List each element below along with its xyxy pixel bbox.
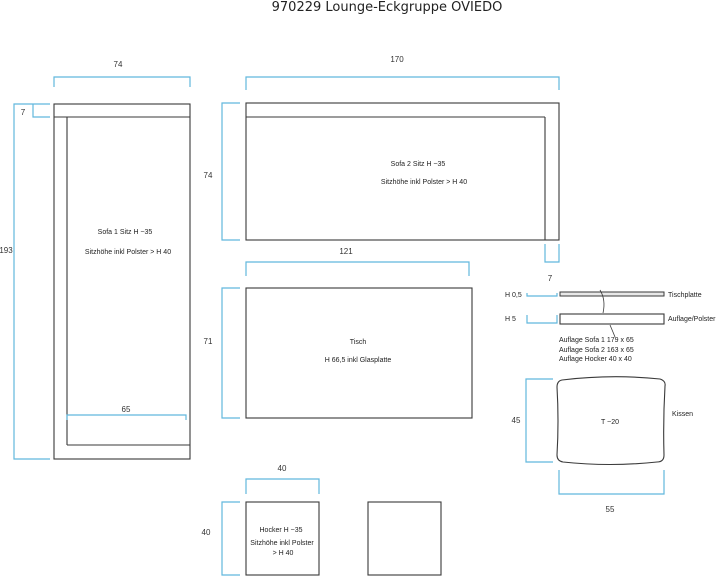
- sofa1-length-label: 193: [0, 246, 13, 255]
- sofa1-width-dim: [53, 76, 191, 87]
- cushion-width-label: 55: [606, 505, 615, 514]
- sofa1-width-label: 74: [114, 60, 123, 69]
- sofa2: Sofa 2 Sitz H ~35 Sitzhöhe inkl Polster …: [245, 102, 560, 241]
- cushion-depth-label: 45: [512, 416, 521, 425]
- sofa2-arm-label: 7: [548, 274, 553, 283]
- sofa1-label-seat: Sofa 1 Sitz H ~35: [98, 229, 153, 236]
- auflage-hocker: Auflage Hocker 40 x 40: [559, 356, 632, 363]
- auflage-leader: [609, 324, 616, 338]
- kissen-label: Kissen: [672, 411, 693, 418]
- sofa1-inner-dim: [66, 414, 187, 420]
- stool1-label-height: Sitzhöhe inkl Polster: [250, 540, 314, 547]
- sofa1-label-height: Sitzhöhe inkl Polster > H 40: [85, 249, 171, 256]
- cushion: T ~20 Kissen: [556, 376, 693, 466]
- sofa1-inner-label: 65: [122, 405, 131, 414]
- stool1-outline: [245, 501, 320, 576]
- auflage-sofa1: Auflage Sofa 1 179 x 65: [559, 337, 634, 344]
- sofa1-length-dim: [13, 103, 50, 460]
- sofa2-depth-dim: [221, 102, 240, 241]
- sofa2-depth-label: 74: [204, 171, 213, 180]
- stool1-label-seat: Hocker H ~35: [260, 527, 303, 534]
- glass-thickness-label: H 0,5: [505, 292, 522, 299]
- cushion-dimensions: 45 55: [512, 378, 665, 514]
- cushion-thickness-dim: [526, 315, 558, 324]
- table-outline: [245, 287, 473, 419]
- section-details: H 0,5 Tischplatte H 5 Auflage/Polster Au…: [505, 289, 716, 363]
- tischplatte-label: Tischplatte: [668, 292, 702, 299]
- table-length-label: 121: [339, 247, 353, 256]
- table-label: Tisch: [350, 339, 367, 346]
- cushion-outline: [556, 376, 666, 466]
- stool1: Hocker H ~35 Sitzhöhe inkl Polster > H 4…: [245, 501, 320, 576]
- stool2-outline: [367, 501, 442, 576]
- cushion-thickness-label: H 5: [505, 316, 516, 323]
- cushion-width-dim: [558, 470, 665, 495]
- drawing-title: 970229 Lounge-Eckgruppe OVIEDO: [272, 0, 503, 15]
- table: Tisch H 66,5 inkl Glasplatte: [245, 287, 473, 419]
- sofa1-arm-label: 7: [21, 108, 26, 117]
- stool-width-dim: [245, 478, 320, 494]
- auflage-sofa2: Auflage Sofa 2 163 x 65: [559, 347, 634, 354]
- sofa2-outline: [245, 102, 560, 241]
- table-length-dim: [245, 261, 470, 276]
- cushion-depth-dim: [525, 378, 553, 463]
- auflage-polster-label: Auflage/Polster: [668, 316, 716, 323]
- glass-thickness-dim: [526, 293, 558, 297]
- sofa1-arm-dim: [32, 104, 50, 118]
- auflage-section: [559, 313, 665, 325]
- sofa1-outline: [53, 103, 191, 460]
- sofa1-dimensions: 74 7 193 65: [0, 60, 191, 460]
- tischplatte-leader: [599, 289, 605, 314]
- sofa2-arm-dim: [544, 244, 560, 263]
- sofa1: Sofa 1 Sitz H ~35 Sitzhöhe inkl Polster …: [53, 103, 191, 460]
- table-dimensions: 121 71: [204, 247, 470, 419]
- sofa2-length-dim: [245, 76, 560, 90]
- stool1-label-height2: > H 40: [273, 550, 294, 557]
- stool-depth-label: 40: [202, 528, 211, 537]
- sofa2-length-label: 170: [390, 55, 404, 64]
- sofa2-label-seat: Sofa 2 Sitz H ~35: [391, 161, 446, 168]
- table-depth-label: 71: [204, 337, 213, 346]
- table-height-label: H 66,5 inkl Glasplatte: [325, 357, 392, 364]
- stool-width-label: 40: [278, 464, 287, 473]
- stool-dimensions: 40 40: [202, 464, 320, 576]
- stool-depth-dim: [221, 501, 240, 576]
- tischplatte-section: [559, 291, 665, 297]
- sofa2-label-height: Sitzhöhe inkl Polster > H 40: [381, 179, 467, 186]
- sofa2-dimensions: 170 74 7: [204, 55, 560, 283]
- cushion-thickness-text: T ~20: [601, 419, 619, 426]
- table-depth-dim: [221, 287, 240, 419]
